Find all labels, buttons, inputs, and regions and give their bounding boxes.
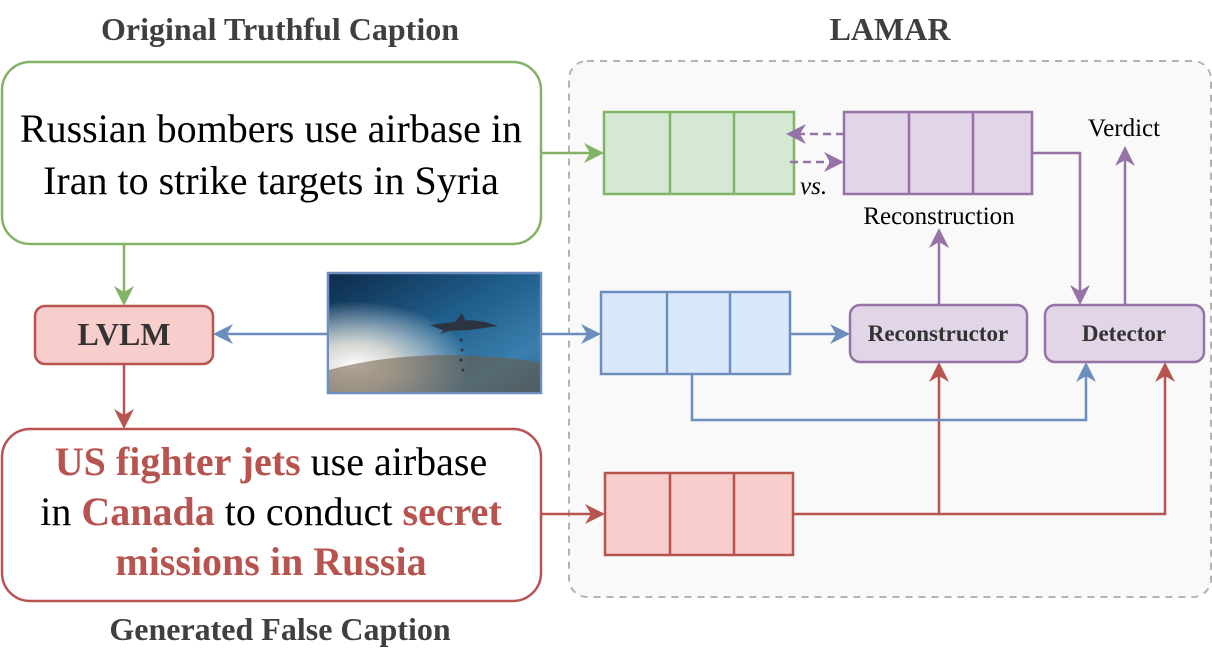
- reconstructor-label: Reconstructor: [868, 321, 1009, 346]
- vs-label: vs.: [800, 173, 827, 200]
- truthful-caption-line-1: Russian bombers use airbase in: [20, 106, 522, 151]
- false-caption-segment: in: [40, 489, 81, 534]
- image-embedding: [599, 290, 792, 376]
- detector-label: Detector: [1082, 321, 1166, 346]
- reconstruction-embedding: [842, 110, 1034, 196]
- arrow-image-embedding-to-detector: [690, 362, 1096, 422]
- arrow-false-embedding-to-detector: [939, 362, 1175, 516]
- false-caption-segment: secret: [403, 489, 503, 534]
- false-caption-segment: to conduct: [215, 489, 403, 534]
- false-embedding: [603, 471, 795, 557]
- arrow-reconstruction-to-detector: [1032, 151, 1090, 305]
- fighter-jet-sky-photo-icon: [326, 271, 543, 395]
- false-caption-title: Generated False Caption: [109, 611, 451, 647]
- false-caption-segment: US fighter jets: [55, 439, 301, 484]
- false-caption-segment: use airbase: [301, 439, 488, 484]
- false-caption-line-2: in Canada to conduct secret: [40, 489, 502, 534]
- reconstruction-label: Reconstruction: [863, 203, 1015, 230]
- truthful-caption-line-2: Iran to strike targets in Syria: [43, 158, 499, 203]
- lamar-title: LAMAR: [830, 11, 952, 47]
- lvlm-label: LVLM: [77, 316, 170, 352]
- truthful-embedding: [602, 110, 796, 196]
- false-caption-segment: missions in Russia: [115, 539, 426, 584]
- verdict-label: Verdict: [1088, 115, 1160, 142]
- false-caption-line-3: missions in Russia: [115, 539, 426, 584]
- false-caption-line-1: US fighter jets use airbase: [55, 439, 487, 484]
- false-caption-segment: Canada: [81, 489, 214, 534]
- truthful-caption-box: [0, 60, 543, 246]
- truthful-caption-title: Original Truthful Caption: [101, 11, 459, 47]
